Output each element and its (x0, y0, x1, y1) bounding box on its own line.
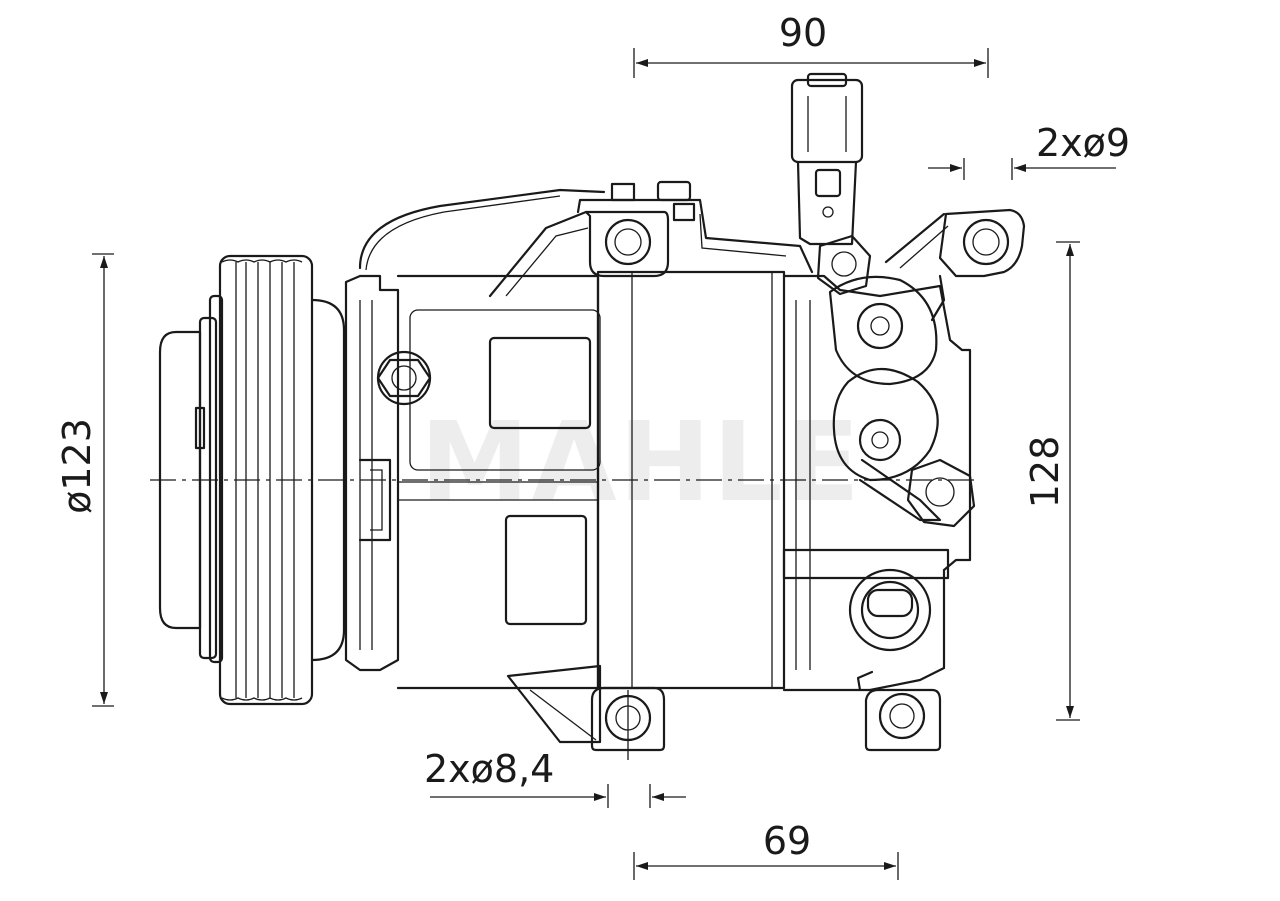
top-right-mount (884, 208, 1026, 322)
dimension-label-dia-123: ø123 (55, 418, 99, 514)
center-band (596, 270, 786, 690)
brand-watermark: MAHLE (420, 398, 862, 526)
front-head (344, 274, 400, 672)
bottom-right-mount (856, 670, 942, 752)
dimension-label-2x-dia-9: 2xø9 (1036, 121, 1130, 165)
rear-head (782, 234, 976, 692)
dimension-top-width: 90 (633, 11, 989, 78)
dimension-bolt-hole-bottom: 2xø8,4 (424, 747, 686, 808)
pulley (158, 254, 346, 706)
dimension-pulley-diameter: ø123 (55, 253, 114, 707)
control-valve-connector (790, 72, 864, 246)
dimension-bolt-hole-top: 2xø9 (928, 121, 1130, 180)
dimension-bottom-width: 69 (633, 819, 899, 880)
bottom-left-mount (590, 686, 666, 760)
dimension-label-2x-dia-8-4: 2xø8,4 (424, 747, 554, 791)
top-left-mount (358, 180, 814, 298)
dimension-height: 128 (1023, 241, 1080, 721)
dimension-label-69: 69 (763, 819, 811, 863)
dimension-label-90: 90 (779, 11, 827, 55)
dimension-label-128: 128 (1023, 436, 1067, 509)
